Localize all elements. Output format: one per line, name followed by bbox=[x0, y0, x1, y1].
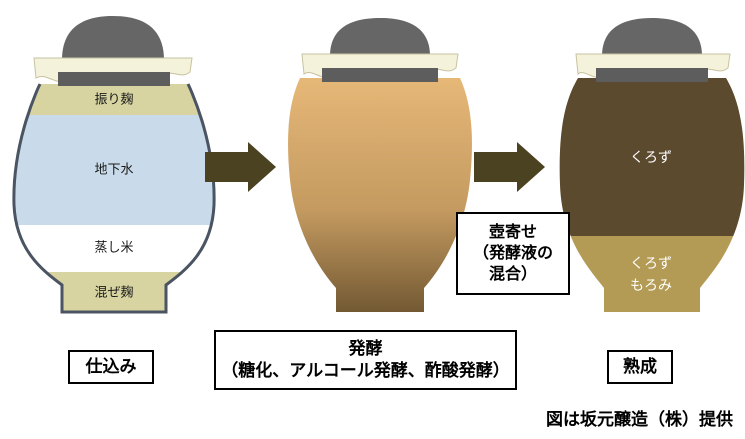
tsubo-yose-line2: （発酵液の bbox=[472, 243, 553, 263]
layer-chikasui bbox=[13, 115, 215, 225]
arrow-hakko-to-jukusei bbox=[474, 142, 545, 192]
layer-mushi-mai bbox=[13, 225, 215, 272]
hakko-liquid bbox=[288, 78, 472, 312]
label-kurozu-moromi-2: もろみ bbox=[630, 278, 672, 294]
label-kurozu: くろず bbox=[630, 150, 672, 166]
tsubo-yose-box: 壺寄せ （発酵液の 混合） bbox=[456, 212, 570, 295]
caption-shikomi-text: 仕込み bbox=[85, 356, 137, 377]
jar-shikomi: 振り麹 地下水 蒸し米 混ぜ麹 bbox=[12, 16, 216, 314]
caption-hakko-line2: （糖化、アルコール発酵、酢酸発酵） bbox=[221, 361, 510, 381]
label-mushi-mai: 蒸し米 bbox=[94, 241, 133, 256]
credit-text: 図は坂元醸造（株）提供 bbox=[546, 410, 733, 430]
jar-shikomi-lid bbox=[62, 16, 164, 60]
caption-shikomi: 仕込み bbox=[68, 350, 154, 384]
label-furi-koji: 振り麹 bbox=[94, 92, 133, 108]
tsubo-yose-line1: 壺寄せ bbox=[488, 222, 537, 242]
tsubo-yose-line3: 混合） bbox=[488, 263, 537, 283]
label-kurozu-moromi-1: くろず bbox=[630, 256, 672, 272]
layer-furi-koji bbox=[13, 84, 215, 115]
caption-hakko-line1: 発酵 bbox=[348, 338, 383, 359]
jar-hakko-lid bbox=[330, 18, 430, 56]
jar-jukusei-lid bbox=[602, 18, 702, 56]
layer-kurozu bbox=[559, 78, 745, 236]
caption-jukusei: 熟成 bbox=[607, 350, 673, 384]
caption-hakko: 発酵 （糖化、アルコール発酵、酢酸発酵） bbox=[214, 330, 517, 390]
label-chikasui: 地下水 bbox=[94, 163, 133, 178]
jar-jukusei: くろず くろず もろみ bbox=[559, 18, 745, 312]
layer-kurozu-moromi bbox=[559, 236, 745, 312]
caption-jukusei-text: 熟成 bbox=[623, 356, 657, 377]
label-maze-koji: 混ぜ麹 bbox=[94, 285, 133, 301]
arrow-shikomi-to-hakko bbox=[205, 142, 276, 192]
jar-hakko bbox=[288, 18, 472, 312]
